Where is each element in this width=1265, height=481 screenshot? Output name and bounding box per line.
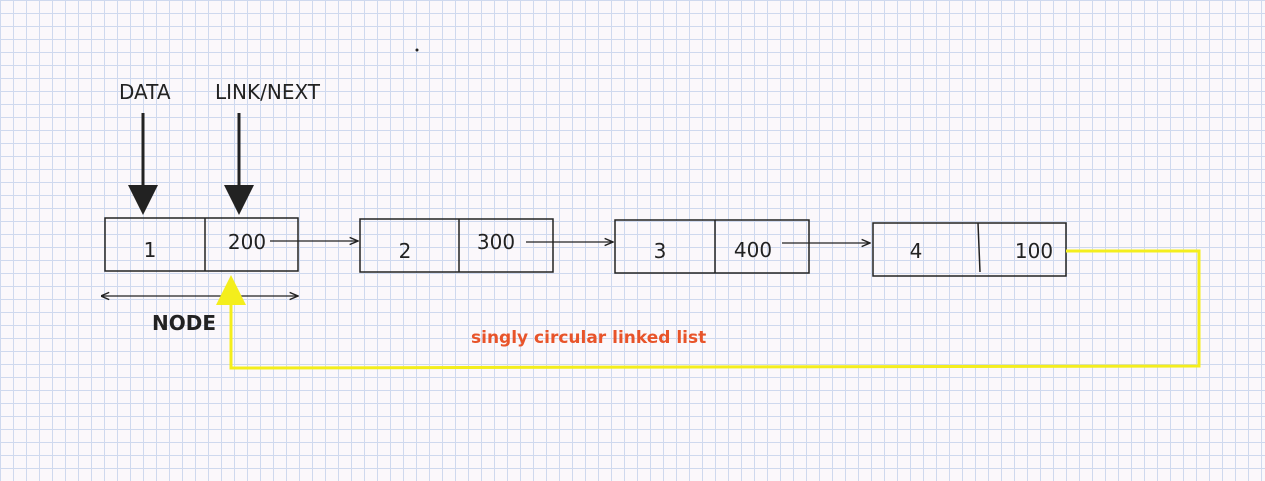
node-3-box [614, 219, 810, 274]
diagram-caption: singly circular linked list [471, 328, 706, 348]
node-3-next: 400 [734, 238, 772, 262]
circular-back-link [216, 249, 1201, 370]
stray-dot [415, 48, 419, 52]
node-3: 3 400 [614, 219, 810, 274]
data-label: DATA [119, 80, 171, 104]
node-1-next: 200 [228, 230, 266, 254]
node-4-next: 100 [1015, 239, 1053, 263]
node-1-data: 1 [144, 238, 157, 262]
node-4-divider [977, 222, 981, 273]
node-4-data: 4 [910, 239, 923, 263]
node-2-box [359, 218, 554, 273]
node-2-next: 300 [477, 230, 515, 254]
node-3-data: 3 [654, 239, 667, 263]
node-1: 1 200 [104, 217, 299, 272]
node-1-box [104, 217, 299, 272]
node-4: 4 100 [872, 222, 1067, 277]
node-2-data: 2 [399, 239, 412, 263]
node-2: 2 300 [359, 218, 554, 273]
node-label: NODE [152, 311, 216, 335]
link-next-label: LINK/NEXT [215, 80, 321, 104]
